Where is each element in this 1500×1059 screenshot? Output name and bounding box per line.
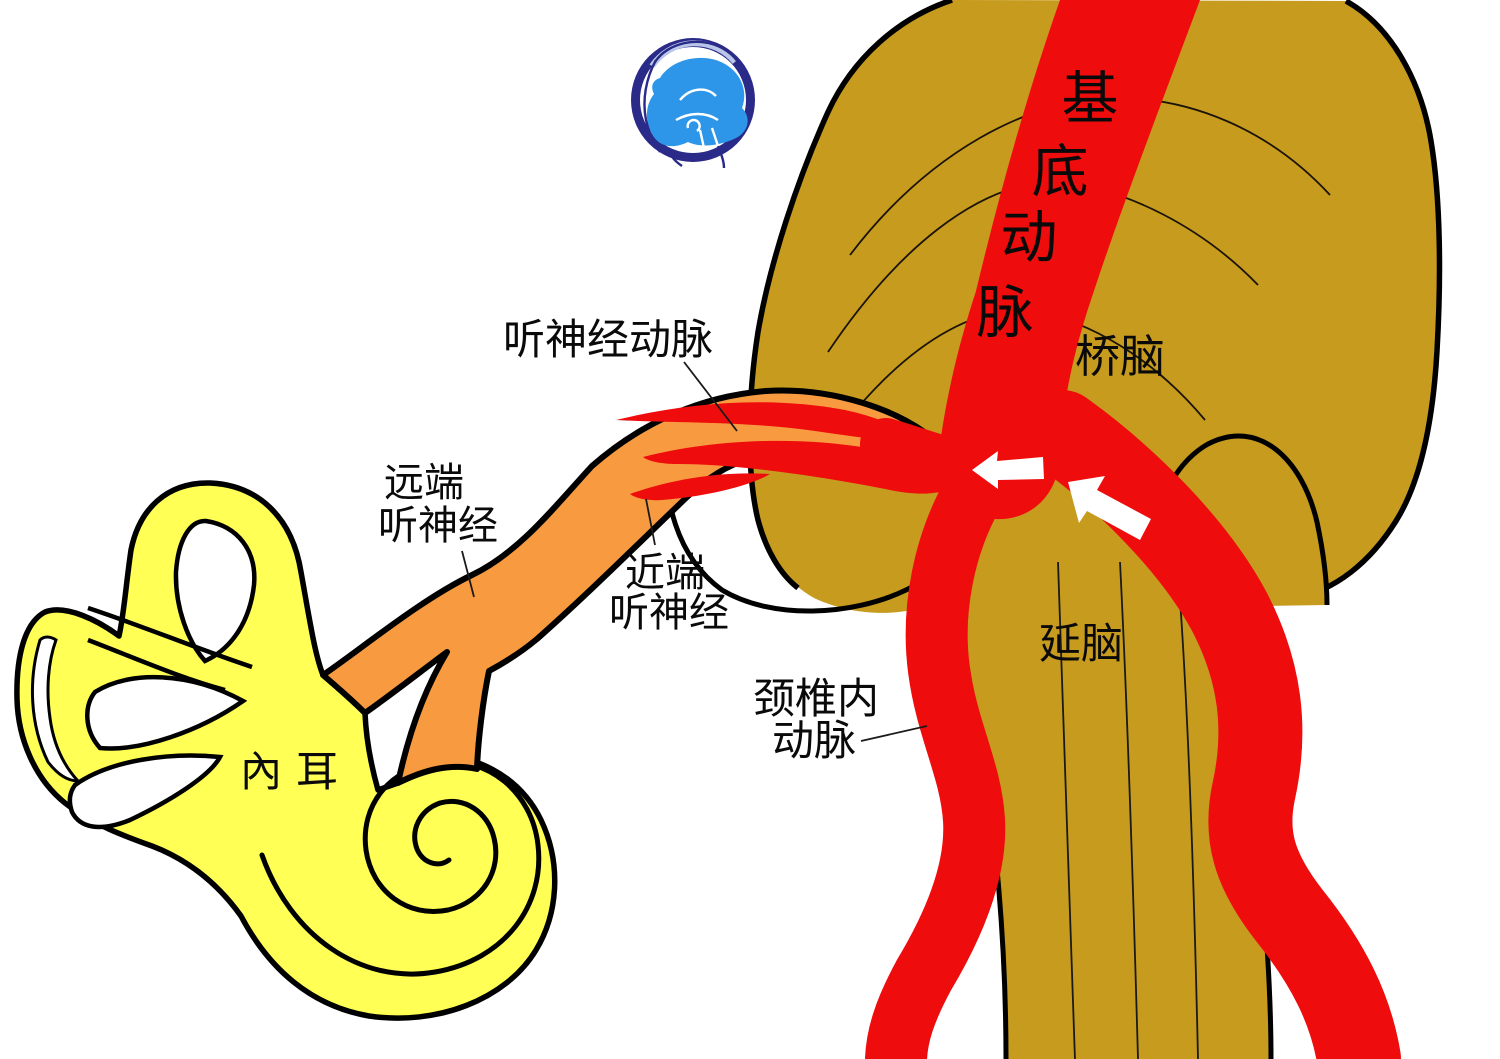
superior-canal-hole [173,518,257,664]
right-vertebral-artery [1020,390,1401,1059]
label-medulla: 延脑 [1039,619,1123,668]
medulla-shape [948,545,1271,1059]
labyrinthine-artery-lower-branch [630,473,770,501]
leader-auditory-artery [683,361,738,432]
flow-arrow-left-icon [972,451,1044,489]
left-vertebral-artery [865,461,1006,1059]
label-basilar-char-4: 脉 [977,280,1034,346]
label-pons: 桥脑 [1075,330,1165,383]
label-vertebral-line2: 动脉 [772,716,856,765]
medulla-fissure-line [1057,561,1076,1059]
labyrinthine-artery-upper-branch [616,402,930,446]
leader-distal-nerve [461,550,475,598]
basilar-artery-trunk [937,0,1200,520]
posterior-canal-hole [67,753,224,830]
label-inner-ear: 內耳 [240,747,352,796]
medulla-fissure-line [1119,561,1139,1059]
leader-proximal-nerve [645,498,656,546]
canal-gap-sliver [30,635,82,783]
logo-head-linework [643,40,744,169]
label-basilar-char-3: 动 [1001,205,1058,271]
label-vertebral-line1: 颈椎内 [753,674,879,723]
medulla-fissure-line [1177,571,1199,1059]
label-proximal-nerve-line2: 听神经 [609,590,729,636]
cochlea-spiral [259,758,542,977]
pons-outline-right [1251,0,1443,604]
label-basilar-char-2: 底 [1032,139,1089,205]
canal-crossing-line [87,605,253,670]
brain-head-profile-logo [631,38,755,169]
label-distal-nerve-line2: 听神经 [378,503,498,549]
logo-brain-linework [675,88,720,149]
horizontal-canal-hole [85,674,248,751]
label-proximal-nerve-line1: 近端 [625,550,705,596]
logo-brain-shape [646,57,748,147]
leader-vertebral-artery [860,725,928,742]
flow-arrow-diagonal-icon [1068,476,1151,540]
pons-outline-left [747,0,953,591]
label-basilar-char-1: 基 [1062,66,1119,132]
label-auditory-artery: 听神经动脉 [503,315,713,364]
label-distal-nerve-line1: 远端 [384,460,464,506]
canal-crossing-line [87,637,226,693]
